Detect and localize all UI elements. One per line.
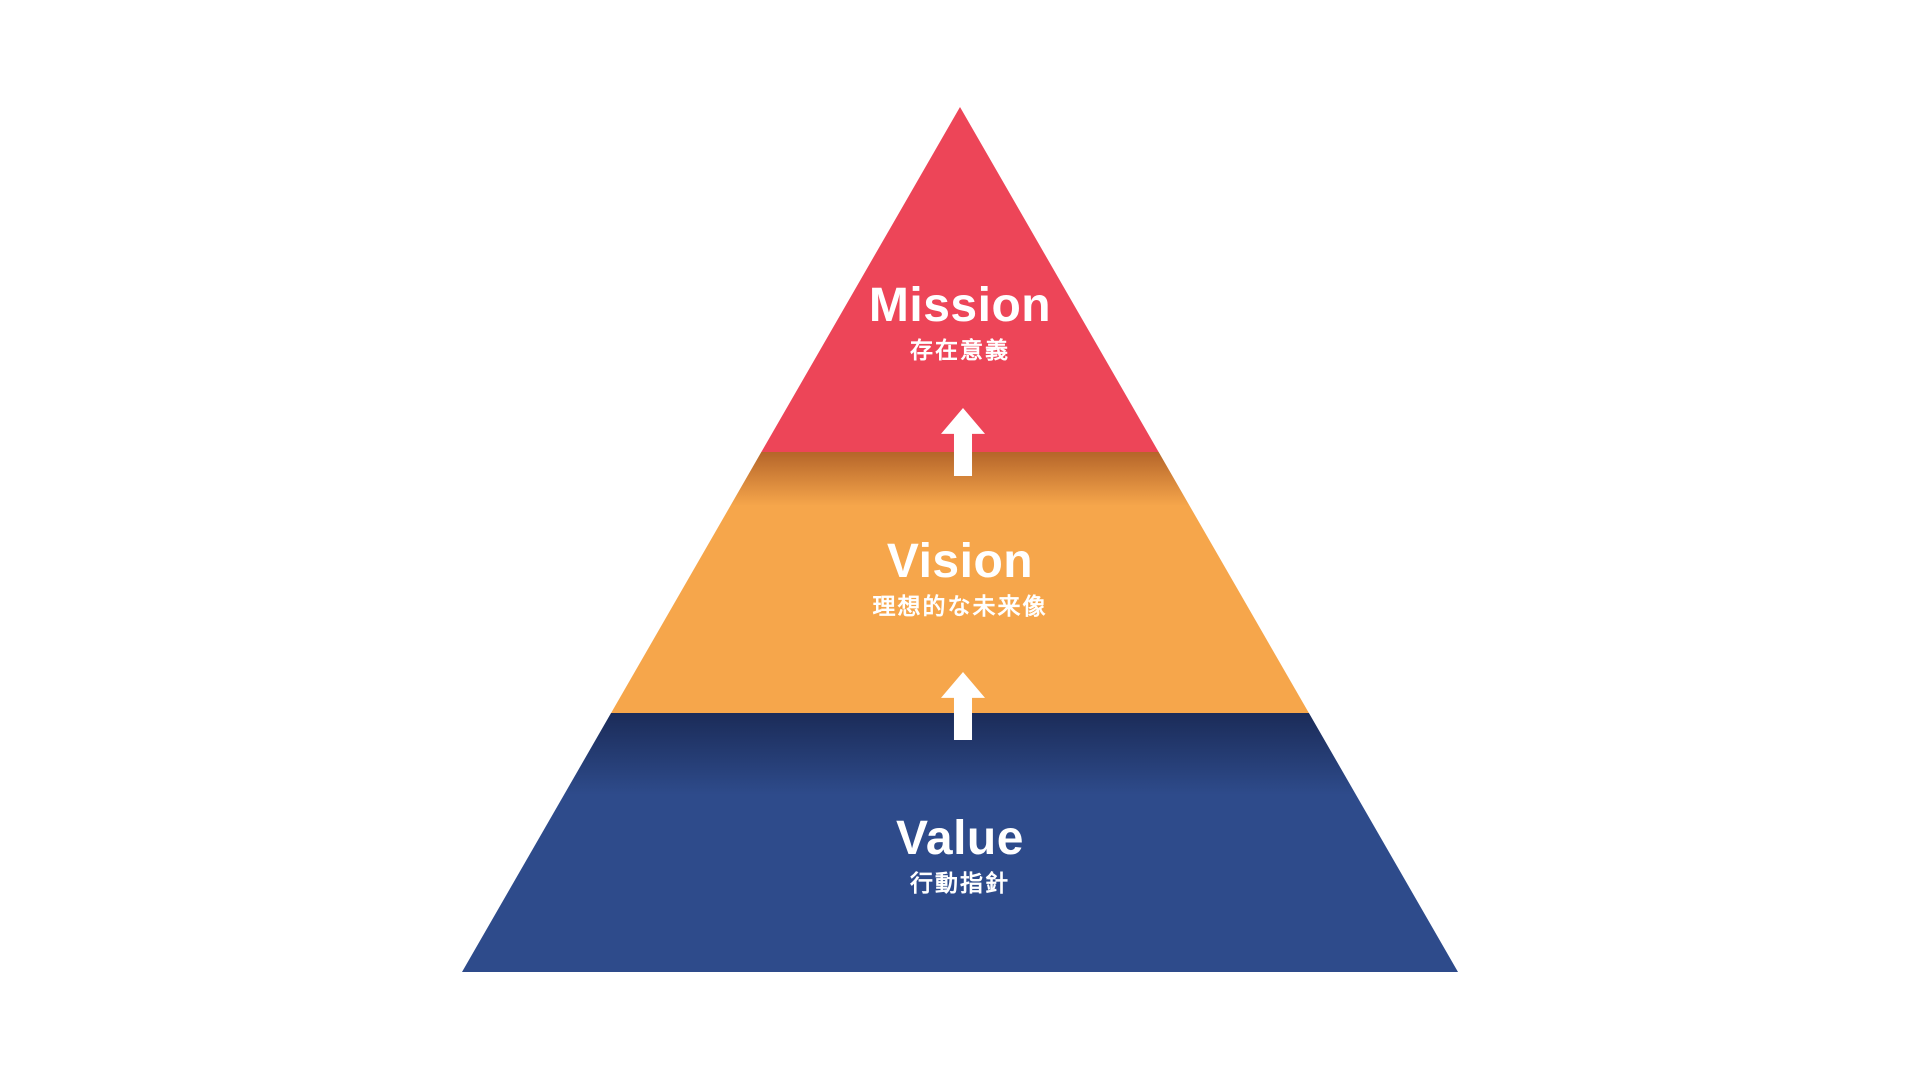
value-title: Value (896, 812, 1024, 865)
mission-label: Mission 存在意義 (462, 282, 1458, 362)
value-label: Value 行動指針 (462, 815, 1458, 895)
vision-label: Vision 理想的な未来像 (462, 538, 1458, 618)
mission-subtitle: 存在意義 (910, 337, 1010, 363)
value-subtitle: 行動指針 (910, 870, 1010, 896)
mission-title: Mission (868, 279, 1052, 332)
vision-title: Vision (886, 535, 1034, 588)
vision-subtitle: 理想的な未来像 (872, 593, 1048, 619)
pyramid-diagram: Mission 存在意義 Vision 理想的な未来像 Value 行動指針 (462, 107, 1458, 972)
pyramid-layer-value (462, 713, 1458, 972)
